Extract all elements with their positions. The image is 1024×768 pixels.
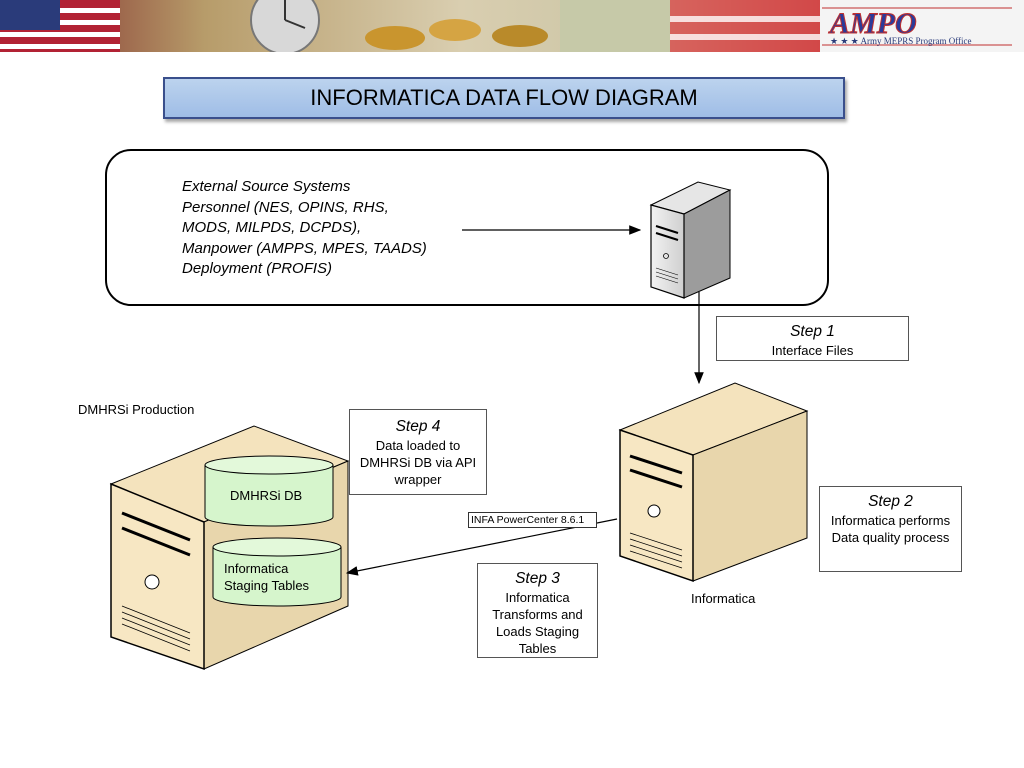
step-4-description: Data loaded to DMHRSi DB via API wrapper bbox=[359, 438, 477, 487]
flag-icon bbox=[0, 0, 120, 52]
step-4-title: Step 4 bbox=[395, 418, 441, 435]
svg-text:AMPO: AMPO bbox=[828, 7, 917, 40]
coins-icon bbox=[365, 19, 548, 50]
step-2-title: Step 2 bbox=[868, 493, 913, 510]
infa-powercenter-label: INFA PowerCenter 8.6.1 bbox=[468, 512, 597, 528]
dmhrsi-production-label: DMHRSi Production bbox=[78, 402, 195, 417]
banner-image: AMPO ★ ★ ★ Army MEPRS Program Office bbox=[0, 0, 1024, 52]
header-banner: AMPO ★ ★ ★ Army MEPRS Program Office bbox=[0, 0, 1024, 52]
step-3-description: Informatica Transforms and Loads Staging… bbox=[492, 590, 583, 656]
step-4-box: Step 4 Data loaded to DMHRSi DB via API … bbox=[349, 409, 487, 495]
clock-icon bbox=[250, 0, 320, 52]
diagram-title: INFORMATICA DATA FLOW DIAGRAM bbox=[163, 77, 845, 119]
staging-tables-cylinder-icon bbox=[212, 537, 342, 607]
dmhrsi-db-label: DMHRSi DB bbox=[230, 488, 303, 503]
external-sources-text: External Source Systems Personnel (NES, … bbox=[182, 178, 427, 277]
step-2-box: Step 2 Informatica performs Data quality… bbox=[819, 486, 962, 572]
step-1-box: Step 1 Interface Files bbox=[716, 316, 909, 361]
staging-tables-label: Informatica Staging Tables bbox=[224, 561, 310, 593]
informatica-server-icon bbox=[618, 382, 809, 583]
arrow-informatica-to-staging bbox=[345, 518, 618, 576]
step-1-description: Interface Files bbox=[771, 343, 854, 358]
external-server-icon bbox=[649, 181, 732, 299]
dmhrsi-db-cylinder-icon bbox=[204, 455, 334, 527]
ampo-logo: AMPO ★ ★ ★ Army MEPRS Program Office bbox=[820, 0, 1024, 52]
step-2-description: Informatica performs Data quality proces… bbox=[830, 513, 951, 545]
diagram-title-text: INFORMATICA DATA FLOW DIAGRAM bbox=[310, 85, 698, 110]
informatica-server-label: Informatica bbox=[691, 591, 756, 606]
step-3-box: Step 3 Informatica Transforms and Loads … bbox=[477, 563, 598, 658]
svg-text:★ ★ ★ Army MEPRS Program Offic: ★ ★ ★ Army MEPRS Program Office bbox=[830, 36, 972, 46]
step-3-title: Step 3 bbox=[515, 570, 560, 587]
step-1-title: Step 1 bbox=[790, 323, 835, 340]
money-icon bbox=[560, 0, 820, 52]
